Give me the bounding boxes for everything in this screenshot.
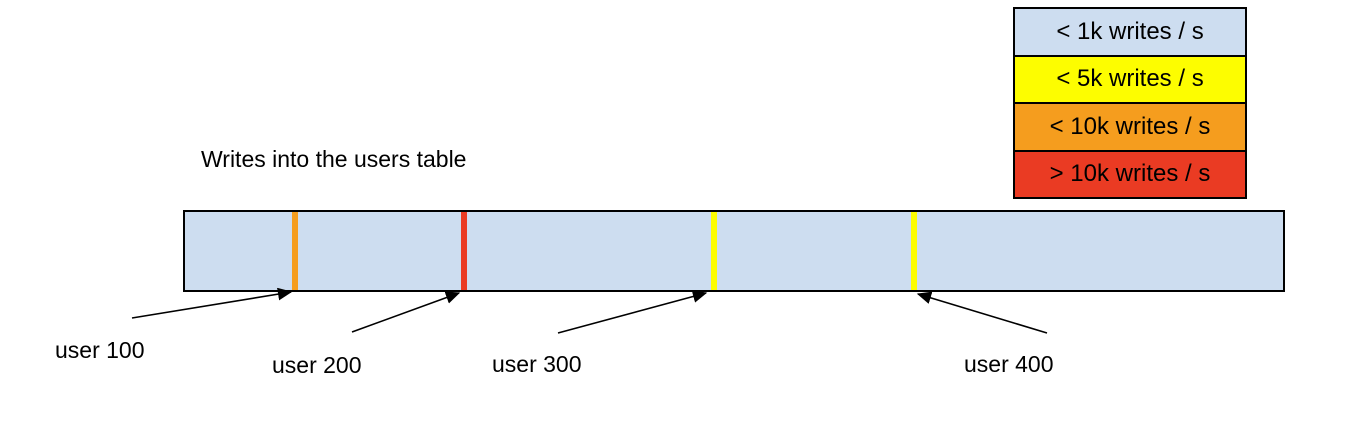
legend-item-label: < 5k writes / s	[1056, 65, 1204, 93]
write-rate-marker	[291, 212, 298, 290]
diagram-title: Writes into the users table	[201, 146, 467, 172]
write-rate-marker	[460, 212, 467, 290]
legend-item-label: < 10k writes / s	[1049, 112, 1211, 140]
legend-item: < 5k writes / s	[1015, 54, 1245, 102]
legend-item-label: > 10k writes / s	[1049, 160, 1211, 188]
user-label: user 300	[492, 351, 582, 377]
legend-item: < 1k writes / s	[1015, 9, 1245, 55]
write-rate-marker	[711, 212, 718, 290]
user-label: user 200	[272, 352, 362, 378]
write-rate-legend: < 1k writes / s < 5k writes / s < 10k writ…	[1013, 7, 1247, 199]
annotation-arrow	[916, 291, 1048, 334]
legend-item-label: < 1k writes / s	[1056, 17, 1204, 45]
user-label: user 100	[55, 337, 145, 363]
legend-item: > 10k writes / s	[1015, 149, 1245, 197]
annotation-arrow	[557, 290, 708, 334]
annotation-arrow	[351, 291, 461, 333]
annotation-arrow	[131, 287, 293, 319]
user-label: user 400	[964, 351, 1054, 377]
write-rate-marker	[911, 212, 918, 290]
legend-item: < 10k writes / s	[1015, 102, 1245, 150]
users-table-bar	[183, 210, 1285, 292]
